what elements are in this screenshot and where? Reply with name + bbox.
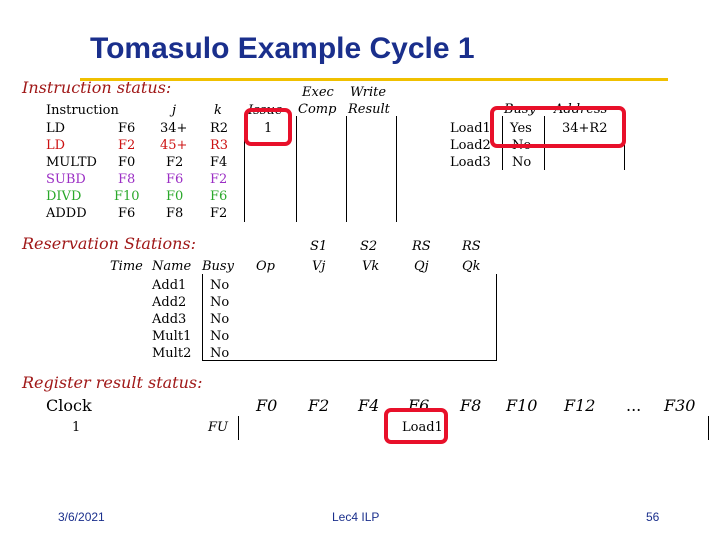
rs-busy: No [210,295,230,310]
rs-busy: No [210,312,230,327]
rs-col-qj: Qj [414,259,429,274]
reg-f12: F12 [564,396,596,415]
title-underline [80,78,668,81]
reg-f8: F8 [460,396,482,415]
reg-divider-right [708,416,709,440]
reg-f0: F0 [256,396,278,415]
reg-f10: F10 [506,396,538,415]
instr-j: F8 [166,206,184,221]
col-k: k [214,103,222,118]
rs-col-rs2: RS [462,239,481,254]
reg-ellipsis: ... [626,396,642,415]
rs-bottom-line [202,360,497,361]
instr-divider-4 [396,116,397,222]
rs-col-s1: S1 [310,239,328,254]
footer-page-number: 56 [646,510,660,524]
rs-name: Mult2 [152,346,192,361]
load-address: 34+R2 [562,121,608,136]
instr-op: LD [46,138,66,153]
instr-divider-2 [296,116,297,222]
instr-op: SUBD [46,172,86,187]
rs-busy: No [210,346,230,361]
load-divider-2 [544,116,545,170]
rs-col-op: Op [256,259,275,274]
rs-divider-1 [202,274,203,360]
col-exec: Exec [302,85,334,100]
load-divider-1 [502,116,503,170]
rs-name: Add2 [152,295,187,310]
instr-k: F2 [210,206,228,221]
col-instruction: Instruction [46,103,119,118]
instr-op: DIVD [46,189,82,204]
footer-center: Lec4 ILP [332,510,380,524]
rs-col-vj: Vj [312,259,326,274]
instr-dest: F8 [118,172,136,187]
instr-op: LD [46,121,66,136]
instr-dest: F2 [118,138,136,153]
instr-j: F0 [166,189,184,204]
load-busy: No [512,155,532,170]
load-name: Load2 [450,138,491,153]
load-name: Load1 [450,121,491,136]
instr-k: R2 [210,121,229,136]
instr-dest: F10 [114,189,140,204]
reg-f4: F4 [358,396,380,415]
load-busy: Yes [510,121,532,136]
rs-col-rs1: RS [412,239,431,254]
rs-name: Mult1 [152,329,192,344]
instr-dest: F0 [118,155,136,170]
instr-k: F4 [210,155,228,170]
instr-j: F6 [166,172,184,187]
highlight-f6 [384,408,448,444]
rs-col-time: Time [110,259,143,274]
instr-k: R3 [210,138,229,153]
instr-issue: 1 [264,121,273,136]
reg-fu-f6: Load1 [402,420,443,435]
highlight-load1 [490,106,626,148]
instr-divider-3 [346,116,347,222]
instr-op: ADDD [46,206,87,221]
instr-divider-1 [244,116,245,222]
highlight-issue [244,108,292,146]
instr-dest: F6 [118,206,136,221]
rs-busy: No [210,329,230,344]
instr-k: F2 [210,172,228,187]
footer-date: 3/6/2021 [58,510,105,524]
rs-col-qk: Qk [462,259,481,274]
rs-name: Add3 [152,312,187,327]
instr-dest: F6 [118,121,136,136]
load-name: Load3 [450,155,491,170]
rs-divider-2 [496,274,497,360]
fu-label: FU [208,420,228,435]
col-write-result: Result [348,102,390,117]
register-status-heading: Register result status: [22,373,203,392]
instr-k: F6 [210,189,228,204]
instr-j: 34+ [160,121,188,136]
col-exec-comp: Comp [298,102,337,117]
instr-j: F2 [166,155,184,170]
clock-value: 1 [72,420,81,435]
reservation-stations-heading: Reservation Stations: [22,234,197,253]
col-j: j [172,103,177,118]
rs-busy: No [210,278,230,293]
rs-col-vk: Vk [362,259,380,274]
rs-col-s2: S2 [360,239,378,254]
rs-col-name: Name [152,259,192,274]
rs-name: Add1 [152,278,187,293]
instr-j: 45+ [160,138,188,153]
instruction-status-heading: Instruction status: [22,78,172,97]
reg-divider-left [238,416,239,440]
reg-f30: F30 [664,396,696,415]
col-write: Write [350,85,387,100]
reg-f2: F2 [308,396,330,415]
instr-op: MULTD [46,155,97,170]
slide-title: Tomasulo Example Cycle 1 [90,32,475,65]
rs-col-busy: Busy [202,259,234,274]
clock-label: Clock [46,396,92,415]
